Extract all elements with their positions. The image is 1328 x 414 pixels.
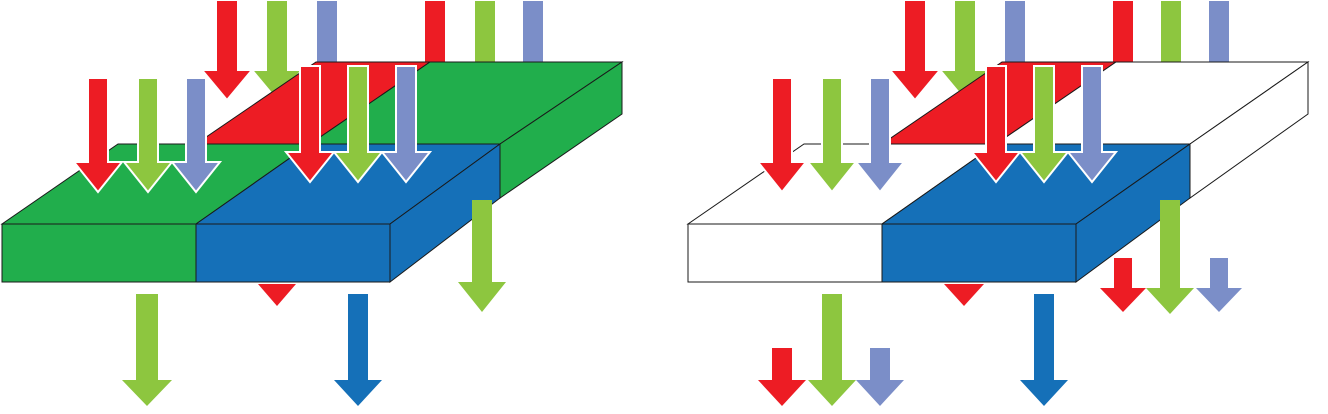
left-output-arrow-group [122, 200, 506, 406]
filter-green-front [1, 223, 197, 283]
arrow-green-out [808, 294, 856, 406]
arrow-red [199, 0, 255, 102]
arrow-blue-out [334, 294, 382, 406]
arrow-green-out [122, 294, 172, 406]
arrow-red-out [758, 348, 806, 406]
left-front-arrow-group [71, 65, 433, 194]
arrow-blue-light [853, 77, 907, 194]
arrow-green-out [1146, 200, 1194, 314]
right-output-arrow-group [758, 200, 1242, 406]
arrow-green [121, 77, 175, 194]
arrow-red-out [944, 284, 984, 306]
arrow-red [71, 77, 125, 194]
arrow-red-out [258, 284, 296, 306]
arrow-blue-light [1065, 65, 1119, 184]
arrow-blue-light [169, 77, 223, 194]
arrow-green [1017, 65, 1071, 184]
arrow-red [969, 65, 1023, 184]
filter-white-front [687, 223, 883, 283]
filter-blue-front [881, 223, 1077, 283]
arrow-blue-out [1020, 294, 1068, 406]
left-slab [0, 61, 624, 284]
arrow-green-out [458, 200, 506, 312]
arrow-blue-light-out [1196, 258, 1242, 312]
arrow-blue-light-out [856, 348, 904, 406]
arrow-red [755, 77, 809, 194]
arrow-red [887, 0, 943, 102]
right-front-arrow-group [755, 65, 1119, 194]
arrow-red [283, 65, 337, 184]
arrow-green [805, 77, 859, 194]
left-panel [0, 0, 624, 406]
arrow-blue-light [379, 65, 433, 184]
arrow-red-out [1100, 258, 1146, 312]
arrow-green [331, 65, 385, 184]
filter-blue-front [195, 223, 391, 283]
right-panel [686, 0, 1310, 406]
